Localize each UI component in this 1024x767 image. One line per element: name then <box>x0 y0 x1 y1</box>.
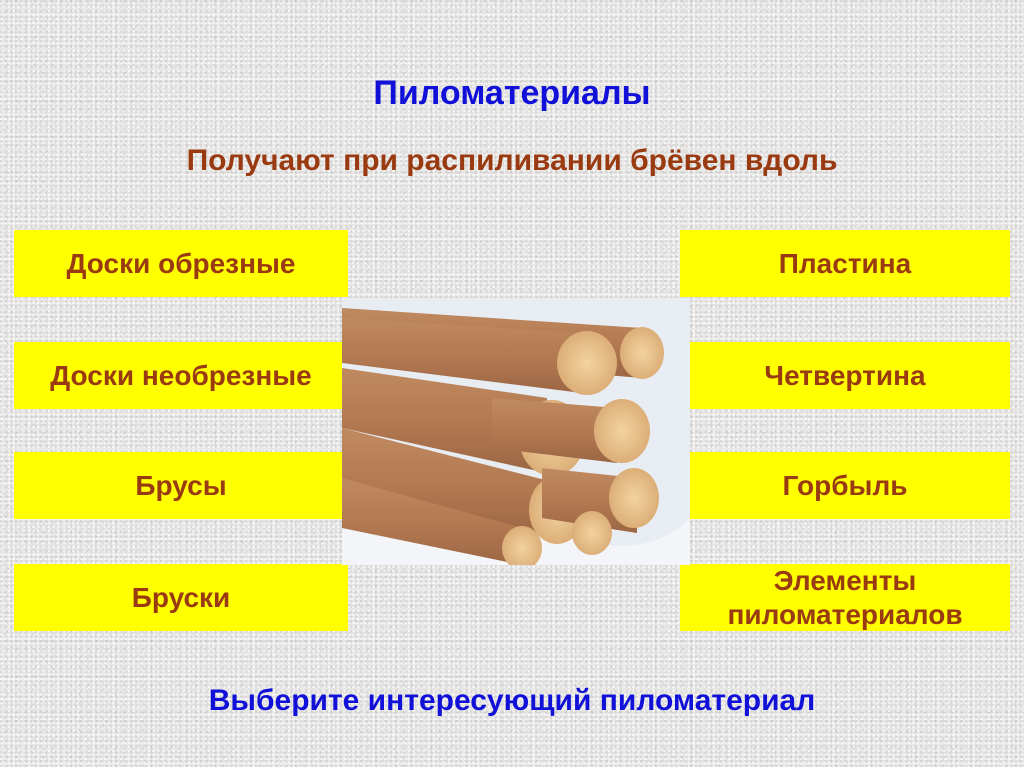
page-title: Пиломатериалы <box>373 74 651 112</box>
option-label: Доски необрезные <box>50 359 312 391</box>
option-label: Доски обрезные <box>66 247 296 279</box>
option-plate[interactable]: Пластина <box>680 230 1010 297</box>
option-lumber-elements[interactable]: Элементы пиломатериалов <box>680 564 1010 631</box>
option-edged-boards[interactable]: Доски обрезные <box>14 230 348 297</box>
option-label: Элементы пиломатериалов <box>727 564 963 630</box>
option-quarter[interactable]: Четвертина <box>680 342 1010 409</box>
logs-image-icon <box>342 298 690 565</box>
instruction-text: Выберите интересующий пиломатериал <box>208 684 816 717</box>
page-subtitle: Получают при распиливании брёвен вдоль <box>186 144 838 177</box>
option-label: Пластина <box>778 247 912 279</box>
option-unedged-boards[interactable]: Доски необрезные <box>14 342 348 409</box>
option-label: Брусы <box>135 469 227 501</box>
option-bars[interactable]: Бруски <box>14 564 348 631</box>
option-label: Четвертина <box>764 359 926 391</box>
logs-photo <box>342 298 690 565</box>
option-label: Бруски <box>131 581 231 613</box>
option-label: Горбыль <box>782 469 908 501</box>
option-beams[interactable]: Брусы <box>14 452 348 519</box>
option-slab[interactable]: Горбыль <box>680 452 1010 519</box>
